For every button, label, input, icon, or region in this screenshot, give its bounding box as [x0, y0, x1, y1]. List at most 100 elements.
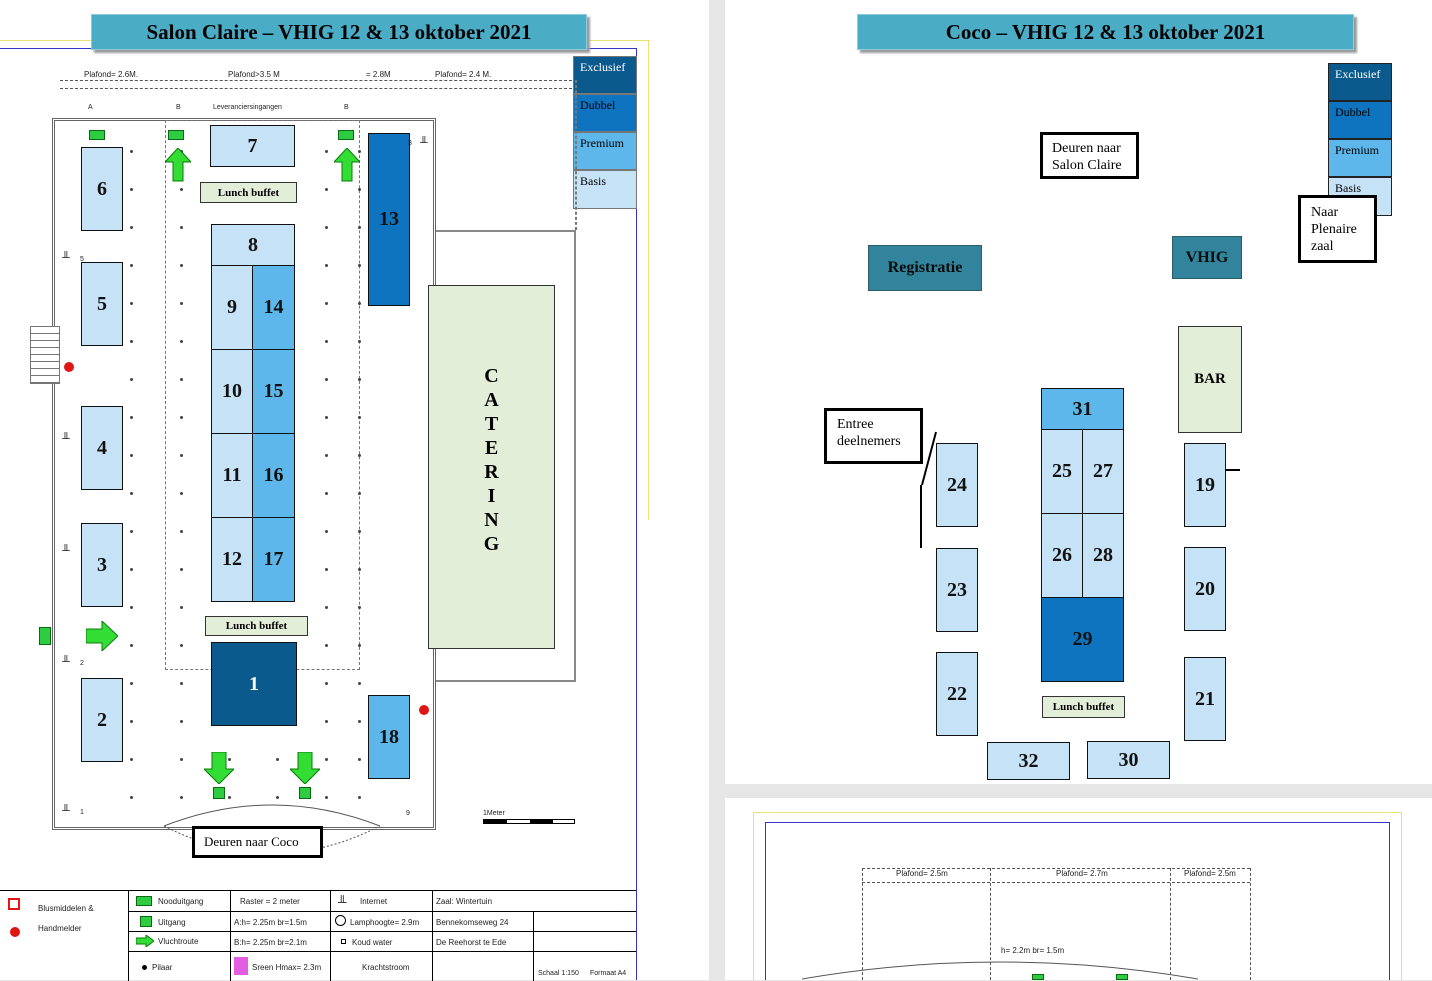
grid-dot [180, 340, 183, 343]
booth-26[interactable]: 26 [1041, 513, 1083, 598]
grid-dot [358, 720, 361, 723]
booth-9[interactable]: 9 [211, 265, 253, 350]
grid-dot [325, 644, 328, 647]
grid-dot [325, 454, 328, 457]
ceiling-label-1: Plafond= 2.6M. [84, 70, 139, 79]
booth-20[interactable]: 20 [1184, 547, 1226, 631]
booth-10[interactable]: 10 [211, 349, 253, 434]
booth-7[interactable]: 7 [210, 125, 295, 167]
internet-icon: ╨ [62, 545, 70, 557]
internet-icon: ╨ [62, 805, 70, 817]
escape-route-arrow-down-right [290, 752, 320, 784]
emergency-exit-icon [136, 896, 152, 906]
booth-14[interactable]: 14 [252, 265, 295, 350]
grid-dot [180, 492, 183, 495]
emergency-exit-sign [39, 627, 51, 645]
registration-desk: Registratie [868, 245, 982, 291]
booth-24[interactable]: 24 [936, 443, 978, 527]
booth-3[interactable]: 3 [81, 523, 123, 607]
water-icon [341, 939, 346, 944]
entry-door-line [920, 431, 937, 548]
left-legend: Exclusief Dubbel Premium Basis [573, 56, 637, 209]
booth-8[interactable]: 8 [211, 224, 295, 266]
grid-dot [325, 188, 328, 191]
booth-13[interactable]: 13 [368, 133, 410, 306]
dashed-zone-top [575, 80, 577, 230]
stairs-icon [30, 326, 60, 384]
plenary-line-1: Naar [1311, 205, 1339, 220]
legend-power: Krachtstroom [362, 963, 410, 972]
escape-route-arrow-up-right [334, 148, 360, 182]
supplier-dash-line [60, 88, 572, 89]
grid-dot [130, 644, 133, 647]
booth-17[interactable]: 17 [252, 517, 295, 602]
catering-letter: G [483, 533, 500, 555]
to-plenary-hall: Naar Plenaire zaal [1298, 195, 1377, 263]
corner-number-1: 1 [80, 809, 84, 816]
booth-2[interactable]: 2 [81, 678, 123, 762]
grid-dot [130, 530, 133, 533]
emergency-exit-sign [168, 130, 184, 140]
grid-dot [228, 796, 231, 799]
corner-number-2: 2 [80, 660, 84, 667]
coco-ceiling-3: Plafond= 2.5m [1184, 869, 1236, 878]
booth-27[interactable]: 27 [1082, 429, 1124, 514]
booth-4[interactable]: 4 [81, 406, 123, 490]
legend-exit: Uitgang [158, 918, 186, 927]
booth-22[interactable]: 22 [936, 652, 978, 736]
booth-29[interactable]: 29 [1041, 597, 1124, 682]
booth-18[interactable]: 18 [368, 695, 410, 779]
left-page-title: Salon Claire – VHIG 12 & 13 oktober 2021 [91, 14, 587, 50]
grid-dot [325, 720, 328, 723]
booth-11[interactable]: 11 [211, 433, 253, 518]
grid-dot [180, 378, 183, 381]
right-bottom-dashed-line [862, 882, 1250, 883]
grid-dot [180, 188, 183, 191]
booth-6[interactable]: 6 [81, 147, 123, 231]
booth-23[interactable]: 23 [936, 548, 978, 632]
legend-screen: Sreen Hmax= 2.3m [252, 963, 322, 972]
entry-line-2: deelnemers [837, 434, 901, 449]
booth-32[interactable]: 32 [987, 742, 1070, 780]
booth-1[interactable]: 1 [211, 642, 297, 726]
booth-16[interactable]: 16 [252, 433, 295, 518]
grid-dot [130, 454, 133, 457]
exit-sign [213, 787, 225, 799]
booth-31[interactable]: 31 [1041, 388, 1124, 430]
grid-dot [180, 644, 183, 647]
grid-dot [358, 606, 361, 609]
grid-dot [358, 454, 361, 457]
booth-25[interactable]: 25 [1041, 429, 1083, 514]
grid-dot [276, 796, 279, 799]
grid-dot [130, 492, 133, 495]
grid-dot [358, 150, 361, 153]
grid-dot [358, 796, 361, 799]
booth-12[interactable]: 12 [211, 517, 253, 602]
legend-lamp-height: Lamphoogte= 2.9m [350, 918, 420, 927]
grid-dot [325, 302, 328, 305]
booth-30[interactable]: 30 [1087, 741, 1170, 779]
catering-letter: R [484, 461, 499, 483]
catering-letter: A [484, 389, 499, 411]
grid-dot [325, 378, 328, 381]
booth-15[interactable]: 15 [252, 349, 295, 434]
legend-table: Blusmiddelen & Handmelder Nooduitgang Ui… [0, 890, 636, 981]
booth-5[interactable]: 5 [81, 262, 123, 346]
grid-dot [180, 796, 183, 799]
booth-21[interactable]: 21 [1184, 657, 1226, 741]
grid-dot [358, 226, 361, 229]
escape-route-arrow-down-left [204, 752, 234, 784]
grid-dot [358, 530, 361, 533]
booth-19[interactable]: 19 [1184, 443, 1226, 527]
doors-to-salon-claire: Deuren naar Salon Claire [1040, 132, 1139, 179]
grid-dot [358, 378, 361, 381]
catering-letter: C [484, 365, 499, 387]
legend-col-divider [330, 891, 331, 981]
legend-col-divider [533, 911, 534, 981]
legend-emergency-exit: Nooduitgang [158, 897, 204, 906]
grid-dot [276, 758, 279, 761]
catering-annex-wall [436, 230, 576, 682]
legend-row-divider [128, 951, 636, 952]
left-page: Salon Claire – VHIG 12 & 13 oktober 2021… [0, 0, 709, 981]
booth-28[interactable]: 28 [1082, 513, 1124, 598]
